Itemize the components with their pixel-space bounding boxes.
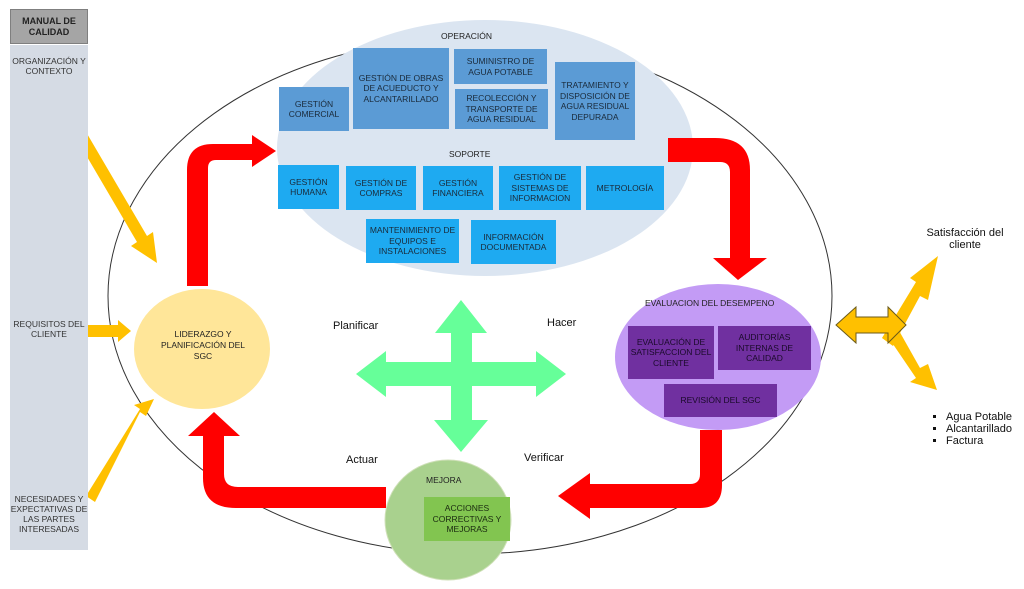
sup-box-gestion-compras: GESTIÓN DE COMPRAS <box>346 166 416 210</box>
manual-calidad-header: MANUAL DE CALIDAD <box>10 9 88 44</box>
red-arrow-mejora-to-liderazgo <box>188 412 386 508</box>
op-box-recoleccion-transporte: RECOLECCIÓN Y TRANSPORTE DE AGUA RESIDUA… <box>455 89 548 129</box>
op-box-tratamiento-disposicion: TRATAMIENTO Y DISPOSICIÓN DE AGUA RESIDU… <box>555 62 635 140</box>
eval-box-revision-sgc: REVISIÓN DEL SGC <box>664 384 777 417</box>
input-organizacion-contexto: ORGANIZACIÓN Y CONTEXTO <box>12 56 86 76</box>
pdca-label-actuar: Actuar <box>346 454 378 466</box>
soporte-title: SOPORTE <box>449 149 491 159</box>
evaluacion-title: EVALUACION DEL DESEMPENO <box>645 298 775 308</box>
sup-box-mantenimiento: MANTENIMIENTO DE EQUIPOS E INSTALACIONES <box>366 219 459 263</box>
yellow-arrow-requisitos <box>84 320 131 342</box>
op-box-suministro-agua: SUMINISTRO DE AGUA POTABLE <box>454 49 547 84</box>
sup-box-gestion-humana: GESTIÓN HUMANA <box>278 165 339 209</box>
liderazgo-circle <box>134 289 270 409</box>
input-necesidades-partes-interesadas: NECESIDADES Y EXPECTATIVAS DE LAS PARTES… <box>10 494 88 534</box>
op-box-gestion-obras: GESTIÓN DE OBRAS DE ACUEDUCTO Y ALCANTAR… <box>353 48 449 129</box>
pdca-label-planificar: Planificar <box>333 320 379 332</box>
pdca-label-verificar: Verificar <box>524 452 564 464</box>
output-product-item: Agua Potable <box>946 411 1012 423</box>
red-arrow-evaluation-to-mejora <box>558 430 722 519</box>
op-box-gestion-comercial: GESTIÓN COMERCIAL <box>279 87 349 131</box>
liderazgo-label: LIDERAZGO Y PLANIFICACIÓN DEL SGC <box>160 328 246 361</box>
input-requisitos-cliente: REQUISITOS DEL CLIENTE <box>13 319 85 339</box>
yellow-double-arrow-interaction <box>835 305 907 345</box>
sup-box-gestion-financiera: GESTIÓN FINANCIERA <box>423 166 493 210</box>
mejora-title: MEJORA <box>426 475 462 485</box>
red-arrow-operation-to-evaluation <box>668 138 767 280</box>
pdca-cross-arrows <box>356 300 566 452</box>
operacion-title: OPERACIÓN <box>441 31 493 41</box>
output-product-item: Alcantarillado <box>946 423 1012 435</box>
output-satisfaccion-cliente: Satisfacción del cliente <box>926 227 1004 251</box>
output-product-item: Factura <box>946 435 1012 447</box>
eval-box-auditorias-internas: AUDITORÍAS INTERNAS DE CALIDAD <box>718 326 811 370</box>
pdca-label-hacer: Hacer <box>547 317 577 329</box>
sup-box-sistemas-informacion: GESTIÓN DE SISTEMAS DE INFORMACION <box>499 166 581 210</box>
mejora-box-acciones-correctivas: ACCIONES CORRECTIVAS Y MEJORAS <box>424 497 510 541</box>
red-arrow-plan-to-operation <box>187 135 276 286</box>
yellow-arrow-output-down <box>882 320 937 390</box>
context-sidebar <box>10 45 88 550</box>
eval-box-satisfaccion-cliente: EVALUACIÓN DE SATISFACCION DEL CLIENTE <box>628 326 714 379</box>
output-products-list: Agua Potable Alcantarillado Factura <box>932 411 1012 447</box>
yellow-arrow-necesidades <box>86 399 154 502</box>
sup-box-informacion-documentada: INFORMACIÓN DOCUMENTADA <box>471 220 556 264</box>
sup-box-metrologia: METROLOGÍA <box>586 166 664 210</box>
